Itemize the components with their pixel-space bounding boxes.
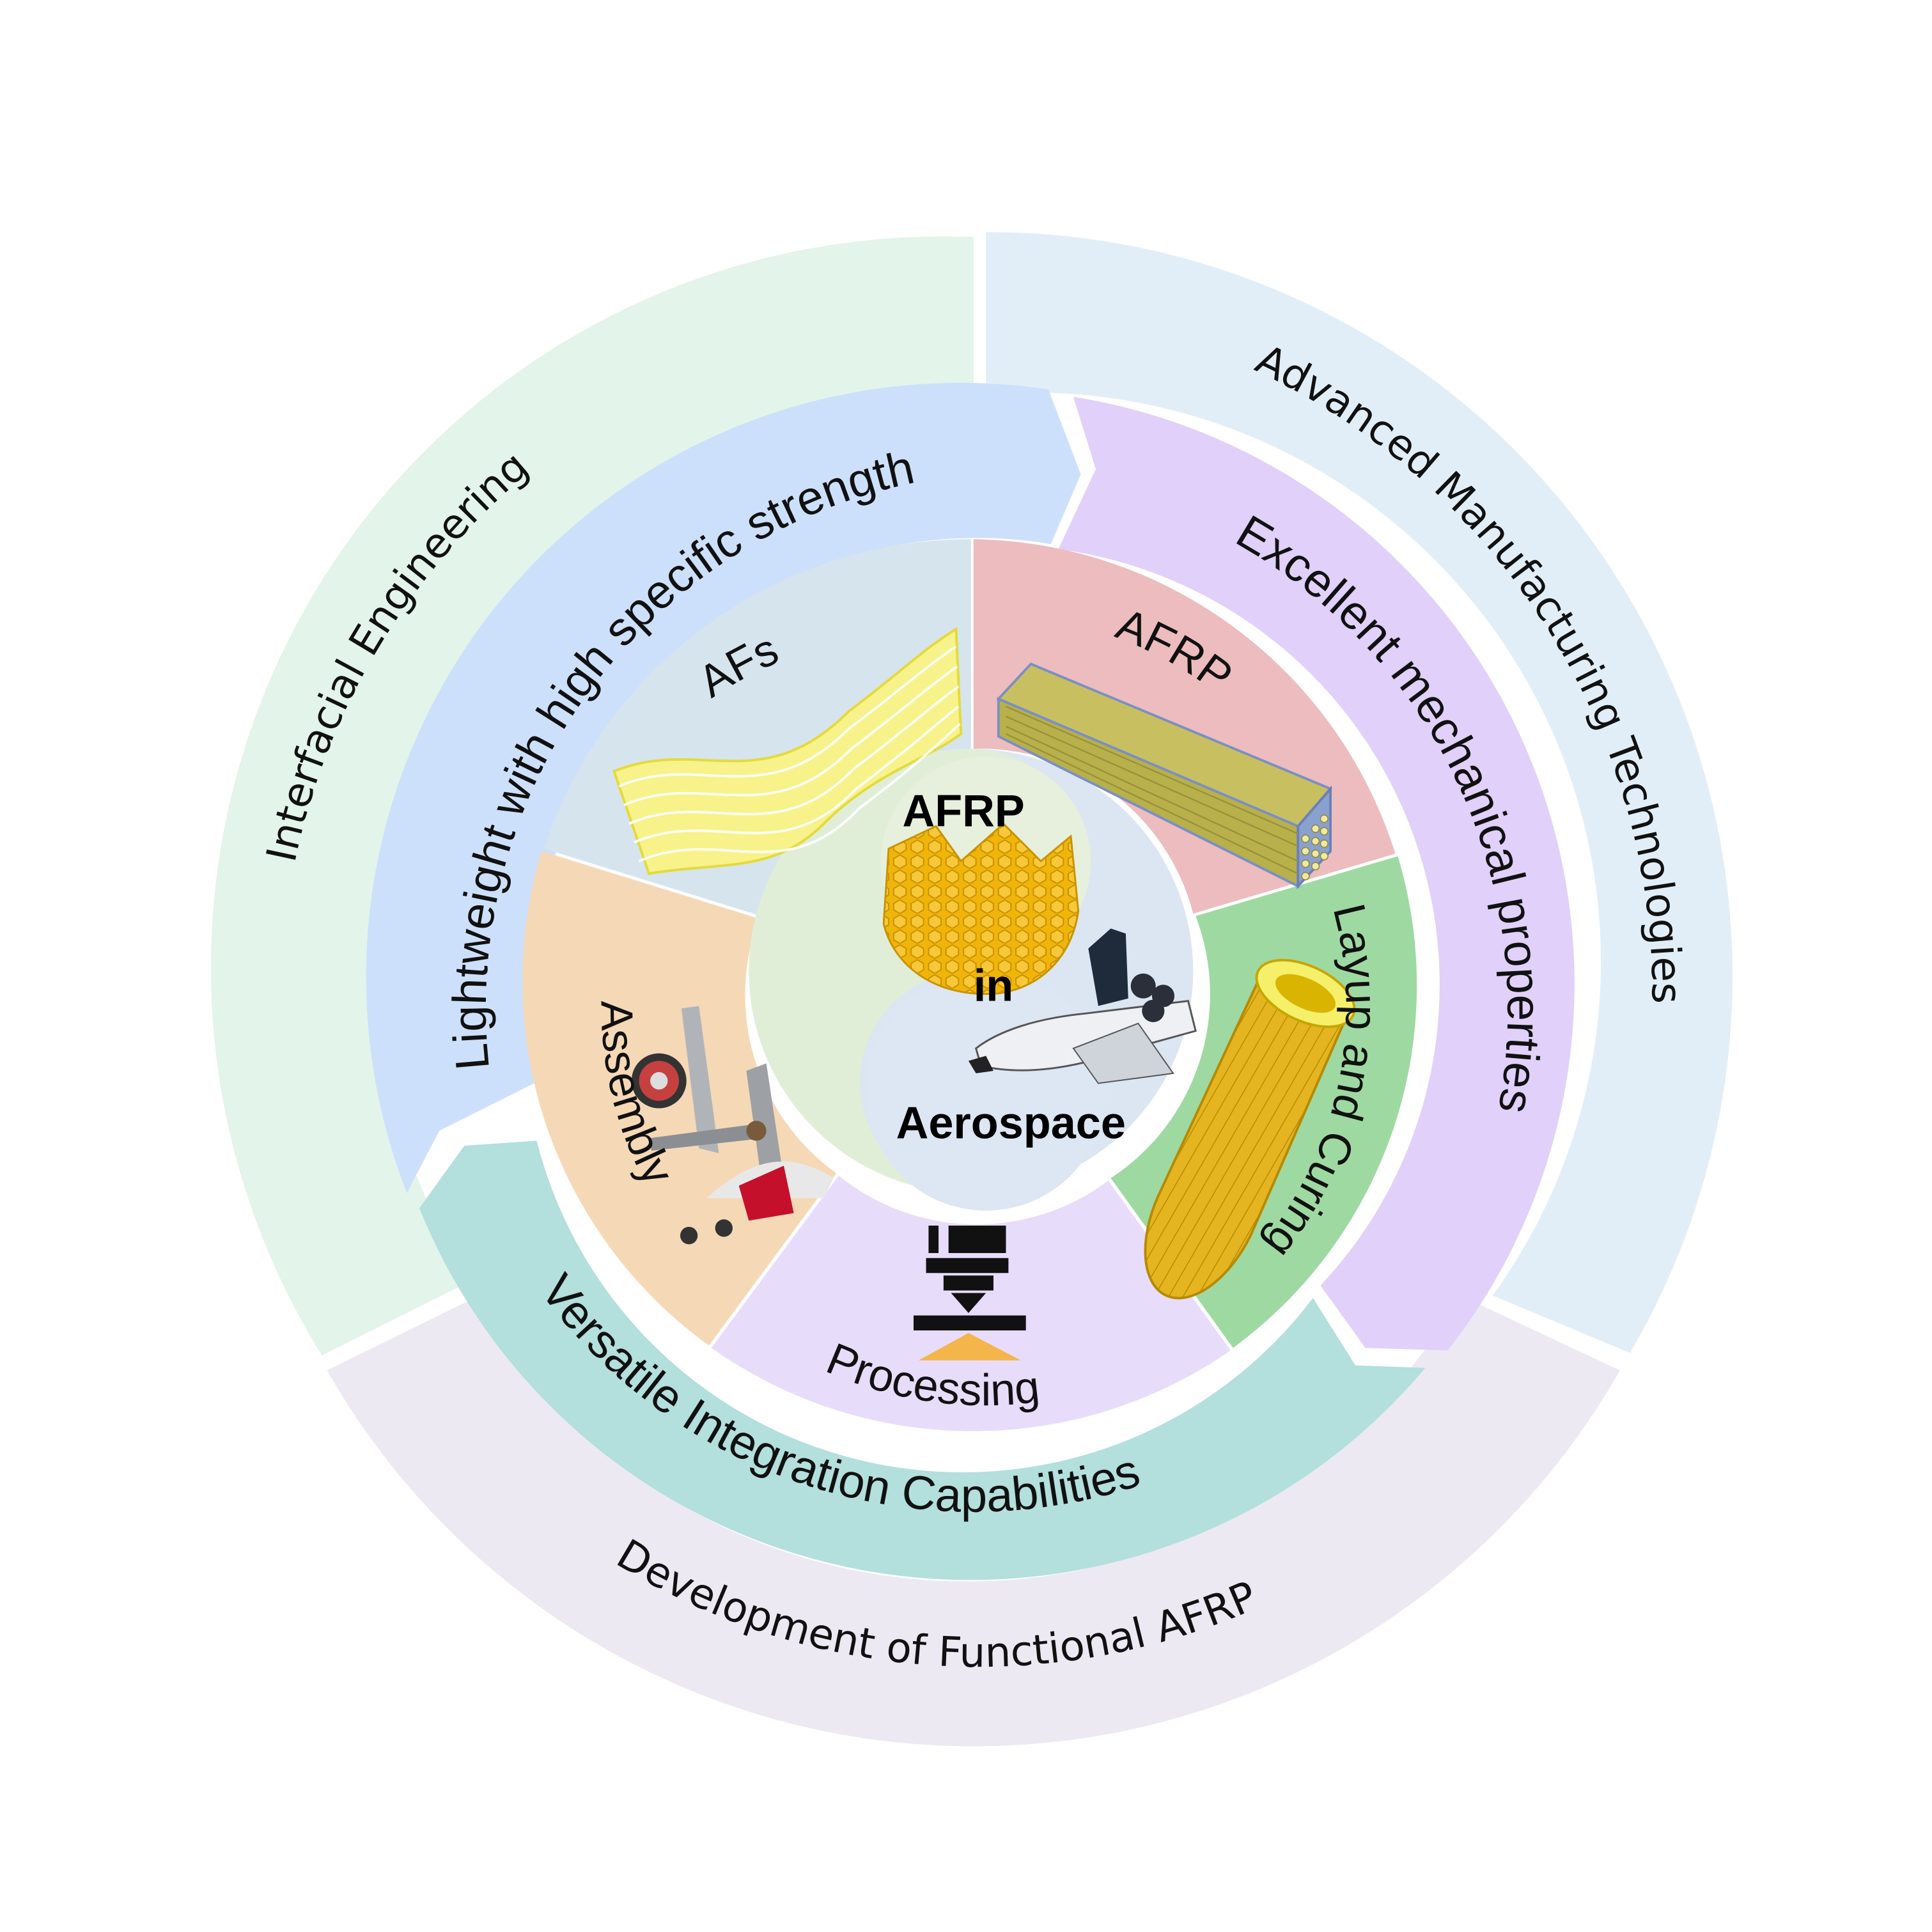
outer-segment-functional: [327, 1295, 1620, 1747]
center-label-afrp: AFRP: [902, 785, 1024, 836]
fiber-strands-icon: [612, 627, 963, 875]
composite-rod-bundle-icon: [996, 662, 1333, 890]
3d-printer-nozzle-icon: [914, 1226, 1026, 1360]
outer-ring: [210, 232, 1733, 1747]
middle-segment-mechanical: [1058, 396, 1575, 1351]
landing-gear-icon: [631, 1006, 834, 1245]
center-label-in: in: [974, 960, 1013, 1011]
middle-ring: [366, 382, 1575, 1580]
middle-segment-lightweight: [366, 382, 1081, 1194]
space-shuttle-icon: [968, 928, 1197, 1084]
outer-segment-manufacturing: [986, 232, 1733, 1353]
honeycomb-aramid-icon: [882, 822, 1080, 995]
outer-segment-interfacial: [210, 236, 974, 1356]
center-label-aerospace: Aerospace: [896, 1097, 1126, 1148]
woven-tube-icon: [1144, 958, 1356, 1300]
middle-segment-integration: [419, 1141, 1426, 1580]
